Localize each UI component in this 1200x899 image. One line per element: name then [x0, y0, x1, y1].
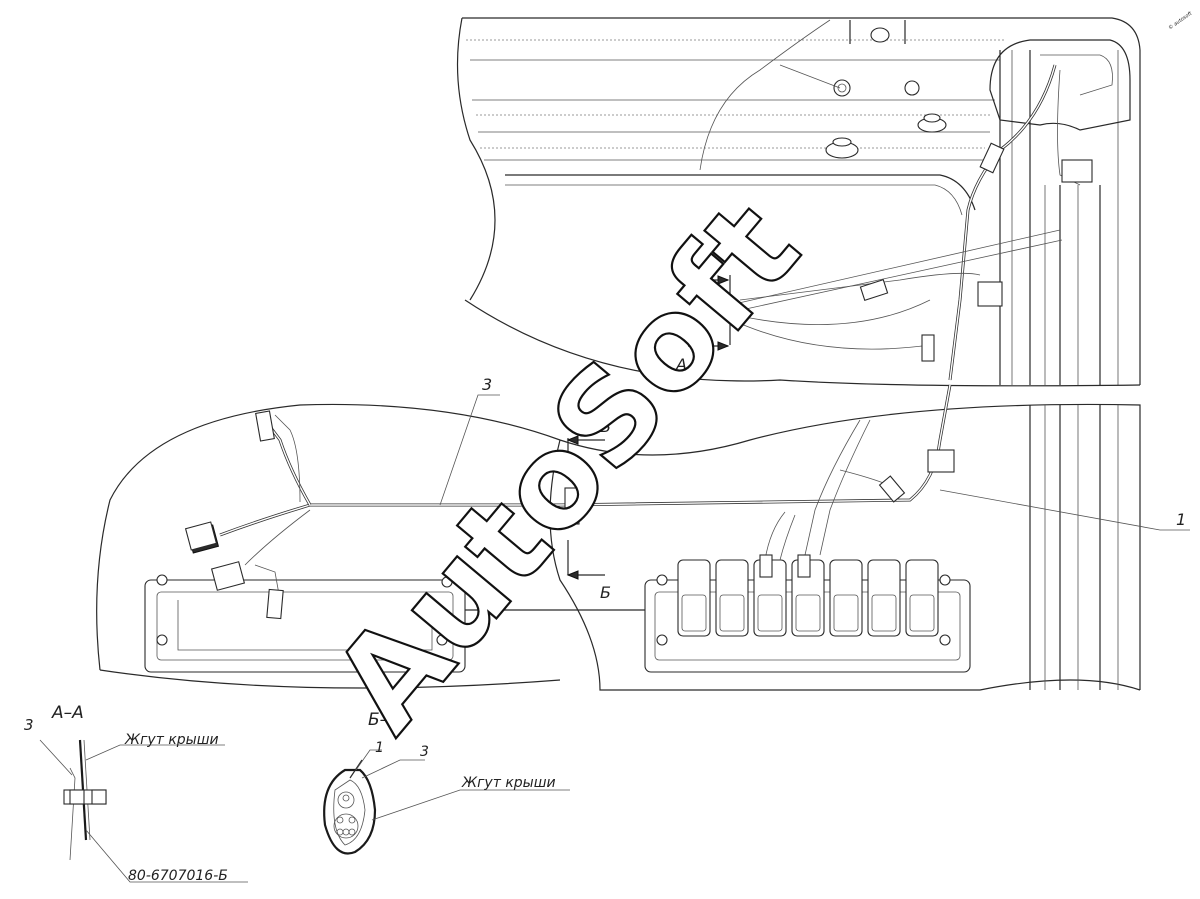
section-mark-a-top: А — [675, 257, 687, 276]
rocker-switch — [715, 559, 749, 637]
detail-b-item-1: 1 — [375, 740, 384, 756]
corner-mark: © autosoft — [1167, 9, 1194, 31]
section-mark-b-bottom: Б — [600, 583, 611, 602]
section-b-marks: Б Б — [566, 417, 611, 602]
section-mark-a-bottom: А — [675, 355, 687, 374]
section-title-b-b: Б–Б — [368, 710, 400, 730]
top-right-bracket — [989, 39, 1131, 131]
right-switch-panel — [560, 559, 971, 673]
rocker-switch — [677, 559, 711, 637]
detail-a-part-number: 80-6707016-Б — [128, 868, 228, 884]
roof-bosses — [825, 20, 947, 159]
detail-a-roof-harness: Жгут крыши — [124, 732, 219, 748]
callout-3-label: 3 — [482, 375, 492, 394]
detail-b-item-3: 3 — [420, 744, 429, 760]
detail-b-roof-harness: Жгут крыши — [461, 775, 556, 791]
left-panel-plate — [144, 574, 560, 673]
detail-a-item-3: 3 — [24, 716, 34, 734]
callout-1: 1 — [939, 489, 1190, 531]
roof-harness-lower — [184, 384, 955, 620]
detail-b-b: Б–Б 1 3 Жгут крыши — [323, 710, 570, 855]
callout-1-label: 1 — [1176, 510, 1186, 529]
callout-3: 3 — [439, 375, 500, 506]
rocker-switch — [867, 559, 901, 637]
section-mark-b-top: Б — [600, 417, 611, 436]
rocker-switch — [905, 559, 939, 637]
rocker-switch — [829, 559, 863, 637]
section-a-marks: А А — [675, 257, 731, 374]
section-title-a-a: А–А — [51, 703, 84, 723]
detail-a-a: А–А 3 Жгут крыши 80-6707016-Б — [24, 703, 248, 884]
roof-panel — [456, 17, 1141, 387]
rocker-switches — [677, 559, 939, 637]
lower-console — [96, 403, 1141, 691]
roof-harness-upper — [699, 19, 1093, 381]
